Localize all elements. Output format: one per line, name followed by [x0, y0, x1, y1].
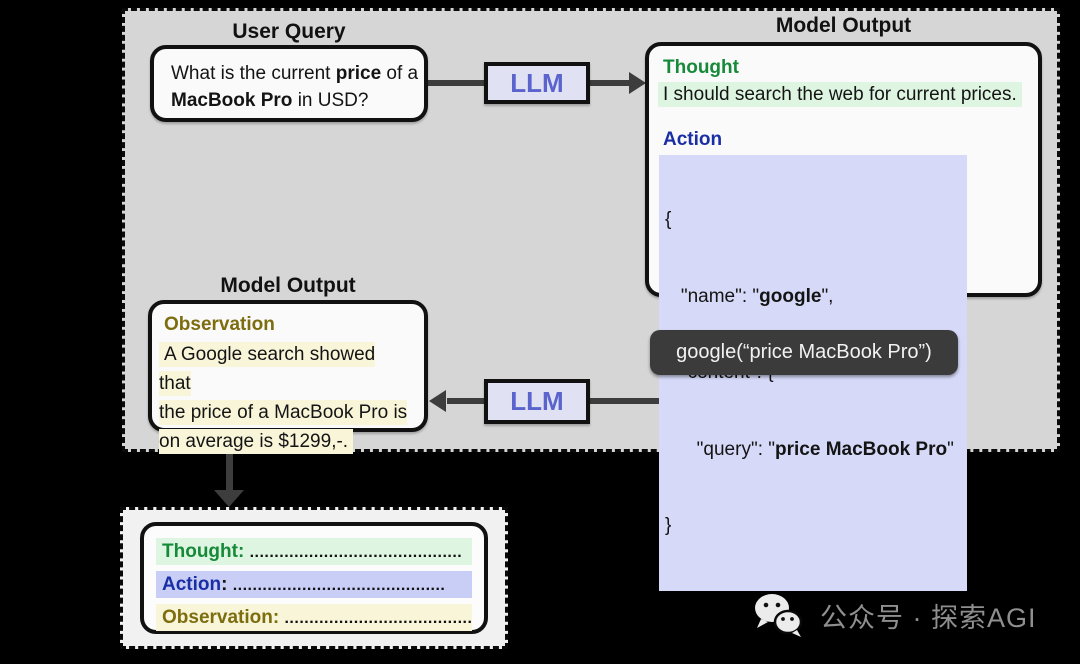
- user-query-line1: What is the current price of a: [171, 63, 419, 84]
- model-output-top-title: Model Output: [775, 14, 912, 37]
- loop-observation-row: Observation: ...........................…: [156, 604, 472, 631]
- model-output-box-left: Observation A Google search showed that …: [148, 300, 428, 454]
- thought-text: I should search the web for current pric…: [658, 82, 1024, 108]
- user-query-box: What is the current price of a MacBook P…: [150, 45, 428, 122]
- wechat-watermark: 公众号 · 探索AGI: [752, 586, 1037, 644]
- loop-template-inner: Thought: ...............................…: [140, 522, 488, 634]
- tool-call-chip: google(“price MacBook Pro”): [650, 330, 958, 375]
- connector-observation-to-loop: [226, 430, 233, 492]
- action-label: Action: [663, 129, 723, 150]
- arrowhead-down-icon: [214, 490, 244, 507]
- connector-llm-to-observation: [447, 398, 485, 404]
- llm-node-top: LLM: [484, 62, 590, 104]
- loop-thought-row: Thought: ...............................…: [156, 538, 472, 565]
- loop-template-box: Thought: ...............................…: [120, 507, 508, 649]
- arrowhead-left-icon: [429, 390, 446, 412]
- user-query-title: User Query: [232, 20, 346, 43]
- wechat-icon: [755, 594, 803, 637]
- user-query-line2: MacBook Pro in USD?: [171, 90, 369, 111]
- watermark-text: 公众号 · 探索AGI: [820, 602, 1037, 633]
- observation-text: A Google search showed that the price of…: [159, 342, 408, 454]
- thought-label: Thought: [663, 57, 739, 78]
- arrowhead-right-icon: [629, 72, 646, 94]
- connector-tool-to-llm: [590, 398, 721, 404]
- connector-llm-to-output: [590, 80, 630, 86]
- model-output-box-top: Thought I should search the web for curr…: [645, 42, 1042, 591]
- connector-query-to-llm: [428, 80, 484, 86]
- observation-label: Observation: [164, 314, 275, 335]
- model-output-left-title: Model Output: [220, 274, 356, 297]
- llm-node-bottom: LLM: [484, 379, 590, 424]
- loop-action-row: Action: ................................…: [156, 571, 472, 598]
